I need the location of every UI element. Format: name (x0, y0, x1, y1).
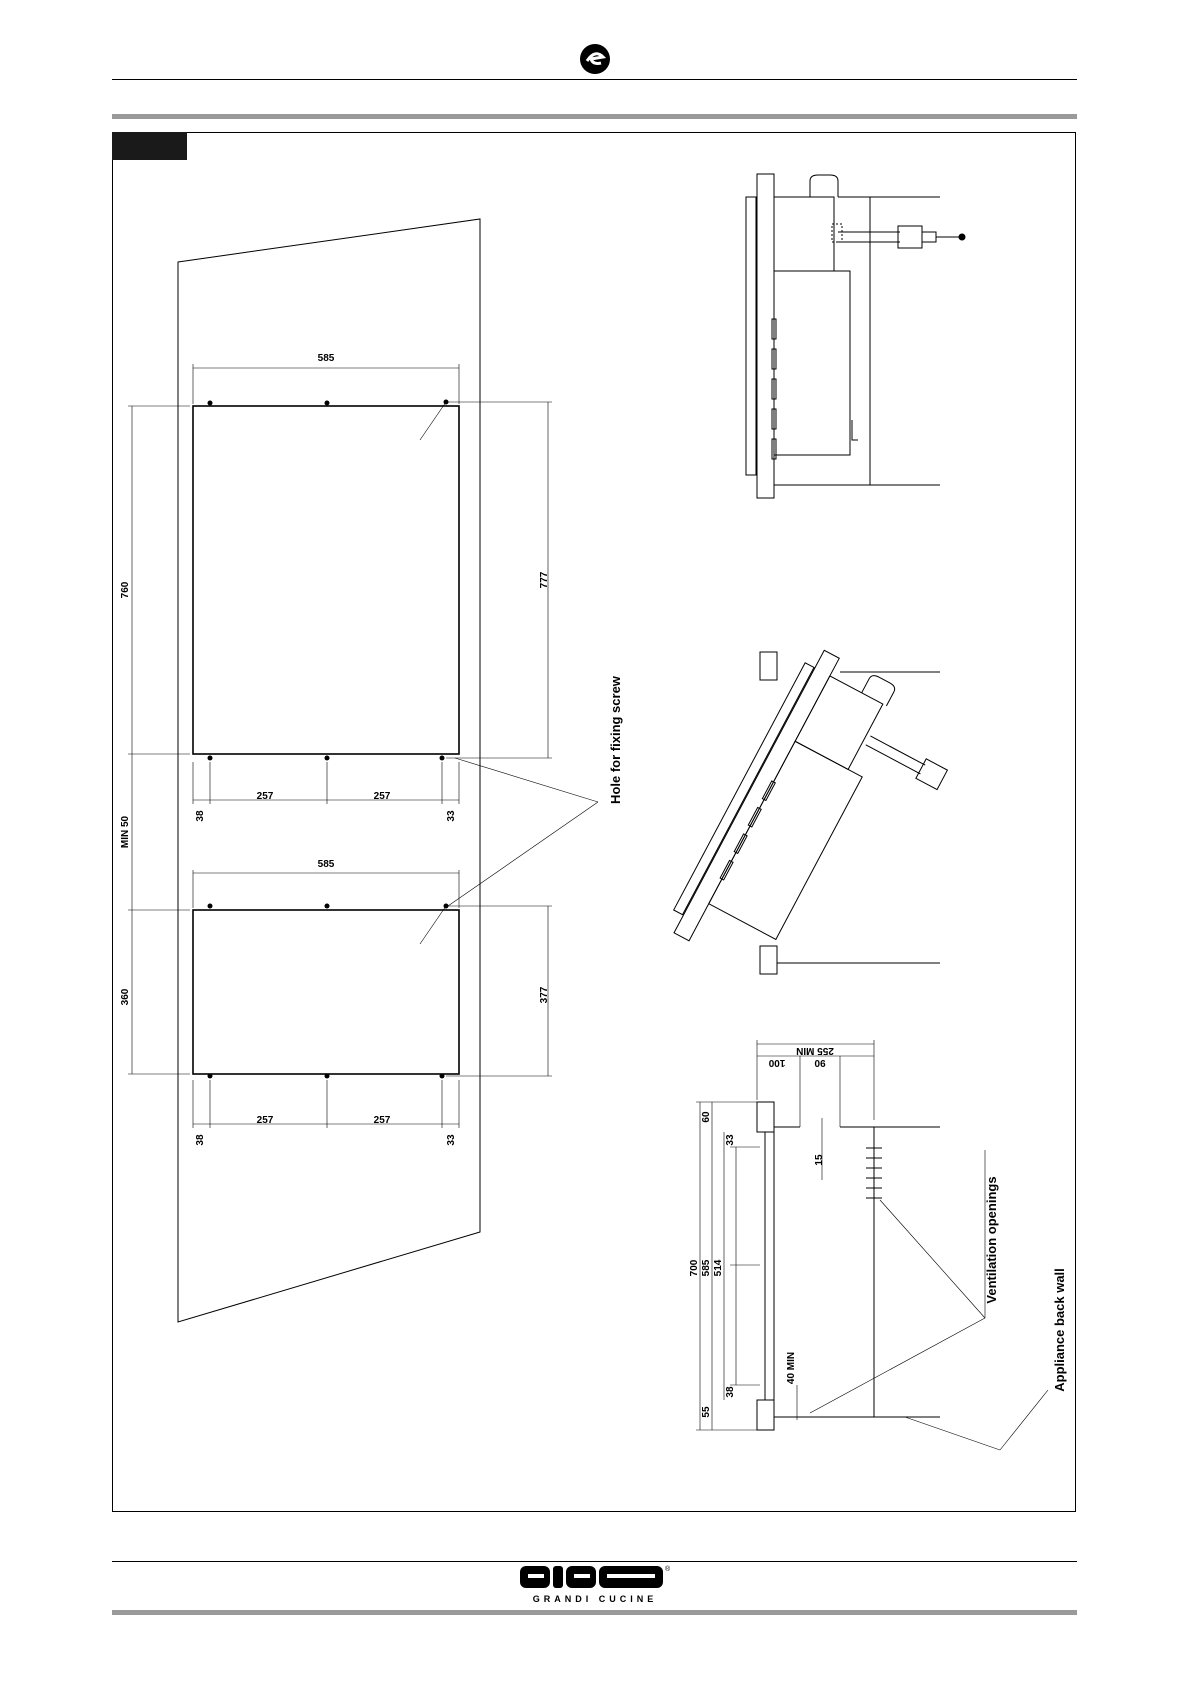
side-view-tilted (664, 643, 971, 1010)
dim-gap: MIN 50 (120, 815, 131, 848)
label-ventilation-openings: Ventilation openings (984, 1176, 999, 1303)
label-appliance-back-wall: Appliance back wall (1052, 1268, 1067, 1392)
bottom-cutout (128, 870, 552, 1128)
dim-side-40min: 40 MIN (786, 1352, 797, 1384)
dim-top-spacing-1: 257 (257, 791, 274, 802)
dim-bottom-left-offset: 38 (195, 1134, 206, 1146)
dim-top-screw-span: 777 (539, 571, 550, 588)
brand-tagline: GRANDI CUCINE (520, 1594, 670, 1604)
label-hole-fixing-screw: Hole for fixing screw (608, 675, 623, 804)
dim-bottom-width: 585 (318, 859, 335, 870)
dim-top-left-offset: 38 (195, 810, 206, 822)
dim-side-585: 585 (701, 1259, 712, 1276)
dim-side-55: 55 (701, 1406, 712, 1418)
dim-side-depth: 255 MIN (796, 1045, 834, 1056)
dim-top-spacing-2: 257 (374, 791, 391, 802)
dim-bottom-height: 360 (120, 988, 131, 1005)
dim-side-90: 90 (814, 1057, 826, 1068)
top-cutout (128, 364, 552, 804)
dim-side-38: 38 (725, 1386, 736, 1398)
dim-side-15: 15 (814, 1154, 825, 1166)
dim-top-width: 585 (318, 353, 335, 364)
giga-logo (520, 1566, 663, 1588)
registered-mark: ® (665, 1565, 671, 1573)
dim-bottom-screw-span: 377 (539, 986, 550, 1003)
dim-top-height: 760 (120, 581, 131, 598)
dim-bottom-right-offset: 33 (446, 1134, 457, 1146)
dim-side-700: 700 (689, 1259, 700, 1276)
dim-side-33: 33 (725, 1134, 736, 1146)
dim-side-514: 514 (713, 1259, 724, 1276)
dim-side-100: 100 (768, 1057, 785, 1068)
dim-side-60: 60 (701, 1111, 712, 1123)
side-view-upright (746, 174, 965, 498)
brand-e-mark-icon (580, 44, 610, 74)
dim-bottom-spacing-2: 257 (374, 1115, 391, 1126)
dim-top-right-offset: 33 (446, 810, 457, 822)
dim-bottom-spacing-1: 257 (257, 1115, 274, 1126)
tilted-view-shelves (760, 652, 940, 974)
wall-panel (178, 219, 480, 1322)
side-view-section (696, 1040, 940, 1430)
